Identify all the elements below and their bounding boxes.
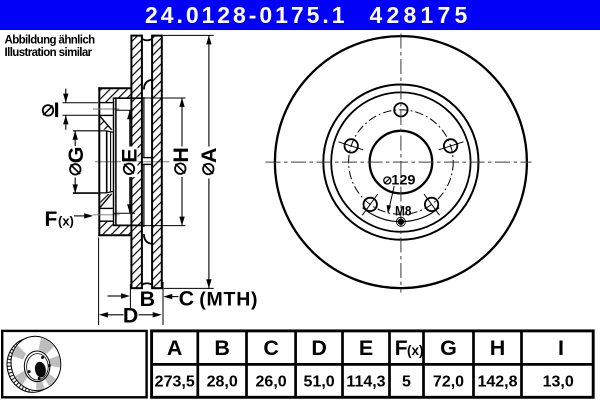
svg-text:13,0: 13,0 [543, 373, 574, 390]
svg-text:E: E [359, 336, 373, 360]
svg-text:C: C [179, 287, 194, 311]
svg-text:72,0: 72,0 [433, 373, 464, 390]
svg-text:B: B [214, 336, 230, 360]
svg-text:428175: 428175 [370, 2, 472, 28]
svg-text:G: G [440, 336, 457, 360]
svg-text:F: F [395, 337, 408, 360]
svg-text:B: B [140, 287, 155, 311]
svg-text:Illustration similar: Illustration similar [5, 47, 93, 59]
svg-text:28,0: 28,0 [207, 373, 238, 390]
svg-text:(x): (x) [58, 213, 74, 228]
svg-text:24.0128-0175.1: 24.0128-0175.1 [145, 2, 347, 28]
svg-text:Abbildung ähnlich: Abbildung ähnlich [5, 35, 96, 47]
svg-text:F: F [45, 208, 58, 231]
svg-text:C: C [263, 336, 279, 360]
svg-text:(MTH): (MTH) [199, 288, 258, 310]
svg-text:114,3: 114,3 [346, 373, 385, 390]
svg-text:273,5: 273,5 [155, 373, 195, 390]
svg-text:D: D [123, 303, 138, 327]
svg-text:26,0: 26,0 [256, 373, 287, 390]
svg-text:I: I [558, 336, 564, 360]
svg-text:H: H [490, 336, 506, 360]
svg-text:A: A [167, 336, 183, 360]
svg-text:51,0: 51,0 [304, 373, 335, 390]
svg-text:5: 5 [402, 373, 411, 390]
svg-text:M8: M8 [395, 204, 412, 219]
svg-text:E: E [118, 149, 142, 163]
svg-text:D: D [311, 336, 327, 360]
svg-text:G: G [64, 147, 88, 164]
svg-text:(x): (x) [407, 343, 424, 358]
svg-text:129: 129 [391, 173, 415, 189]
svg-text:A: A [197, 148, 221, 163]
svg-text:I: I [54, 98, 60, 122]
svg-text:142,8: 142,8 [477, 373, 517, 390]
svg-text:H: H [169, 147, 193, 162]
